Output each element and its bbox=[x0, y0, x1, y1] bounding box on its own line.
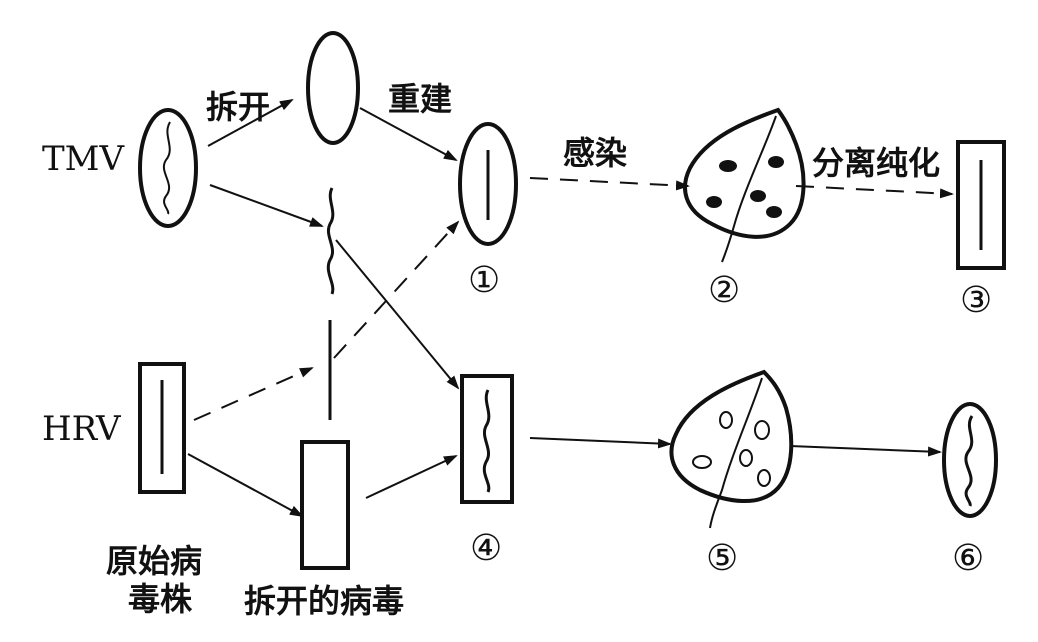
label-step3: ③ bbox=[960, 280, 992, 321]
label-hrv: HRV bbox=[42, 409, 122, 449]
tmv-virus bbox=[138, 108, 198, 228]
hrv-protein-coat bbox=[300, 440, 350, 570]
reconstructed-virus-4 bbox=[460, 374, 514, 504]
tmv-protein-coat bbox=[306, 31, 360, 145]
label-rebuild: 重建 bbox=[388, 80, 452, 118]
arrow-rebuild bbox=[359, 107, 458, 161]
label-step6: ⑥ bbox=[952, 538, 984, 579]
tmv-rna bbox=[326, 187, 335, 295]
label-split-virus: 拆开的病毒 bbox=[244, 582, 404, 620]
label-original-strain-line2: 毒株 bbox=[128, 580, 193, 618]
leaf-2-infected bbox=[683, 107, 806, 263]
label-step2: ② bbox=[708, 270, 740, 311]
label-tmv: TMV bbox=[42, 139, 125, 179]
arrow-hrv-to-coat bbox=[187, 453, 304, 517]
label-isolate-purify: 分离纯化 bbox=[812, 144, 940, 182]
reconstructed-virus-1 bbox=[458, 122, 518, 246]
arrow-hrv-coat-to-4 bbox=[365, 455, 458, 499]
arrow-infect-bottom bbox=[529, 437, 672, 449]
arrow-hrv-to-rna bbox=[193, 367, 314, 421]
arrow-tmv-to-capsid bbox=[207, 99, 294, 147]
label-step1: ① bbox=[468, 260, 500, 301]
arrow-tmv-to-rna bbox=[209, 184, 324, 227]
leaf-5-infected bbox=[669, 369, 794, 529]
label-infect: 感染 bbox=[563, 134, 627, 172]
arrow-isolate-top bbox=[795, 185, 954, 199]
arrow-isolate-bottom bbox=[789, 445, 942, 457]
hrv-virus bbox=[138, 362, 186, 494]
label-step4: ④ bbox=[470, 528, 502, 569]
arrow-infect-top bbox=[529, 177, 690, 191]
label-split-top: 拆开 bbox=[206, 88, 270, 126]
progeny-virus-3 bbox=[956, 140, 1006, 270]
progeny-virus-6 bbox=[942, 402, 998, 518]
arrow-tmv-rna-to-4 bbox=[335, 239, 460, 390]
label-step5: ⑤ bbox=[706, 538, 738, 579]
arrow-hrv-rna-to-1 bbox=[333, 220, 460, 359]
label-original-strain-line1: 原始病 bbox=[106, 542, 202, 580]
